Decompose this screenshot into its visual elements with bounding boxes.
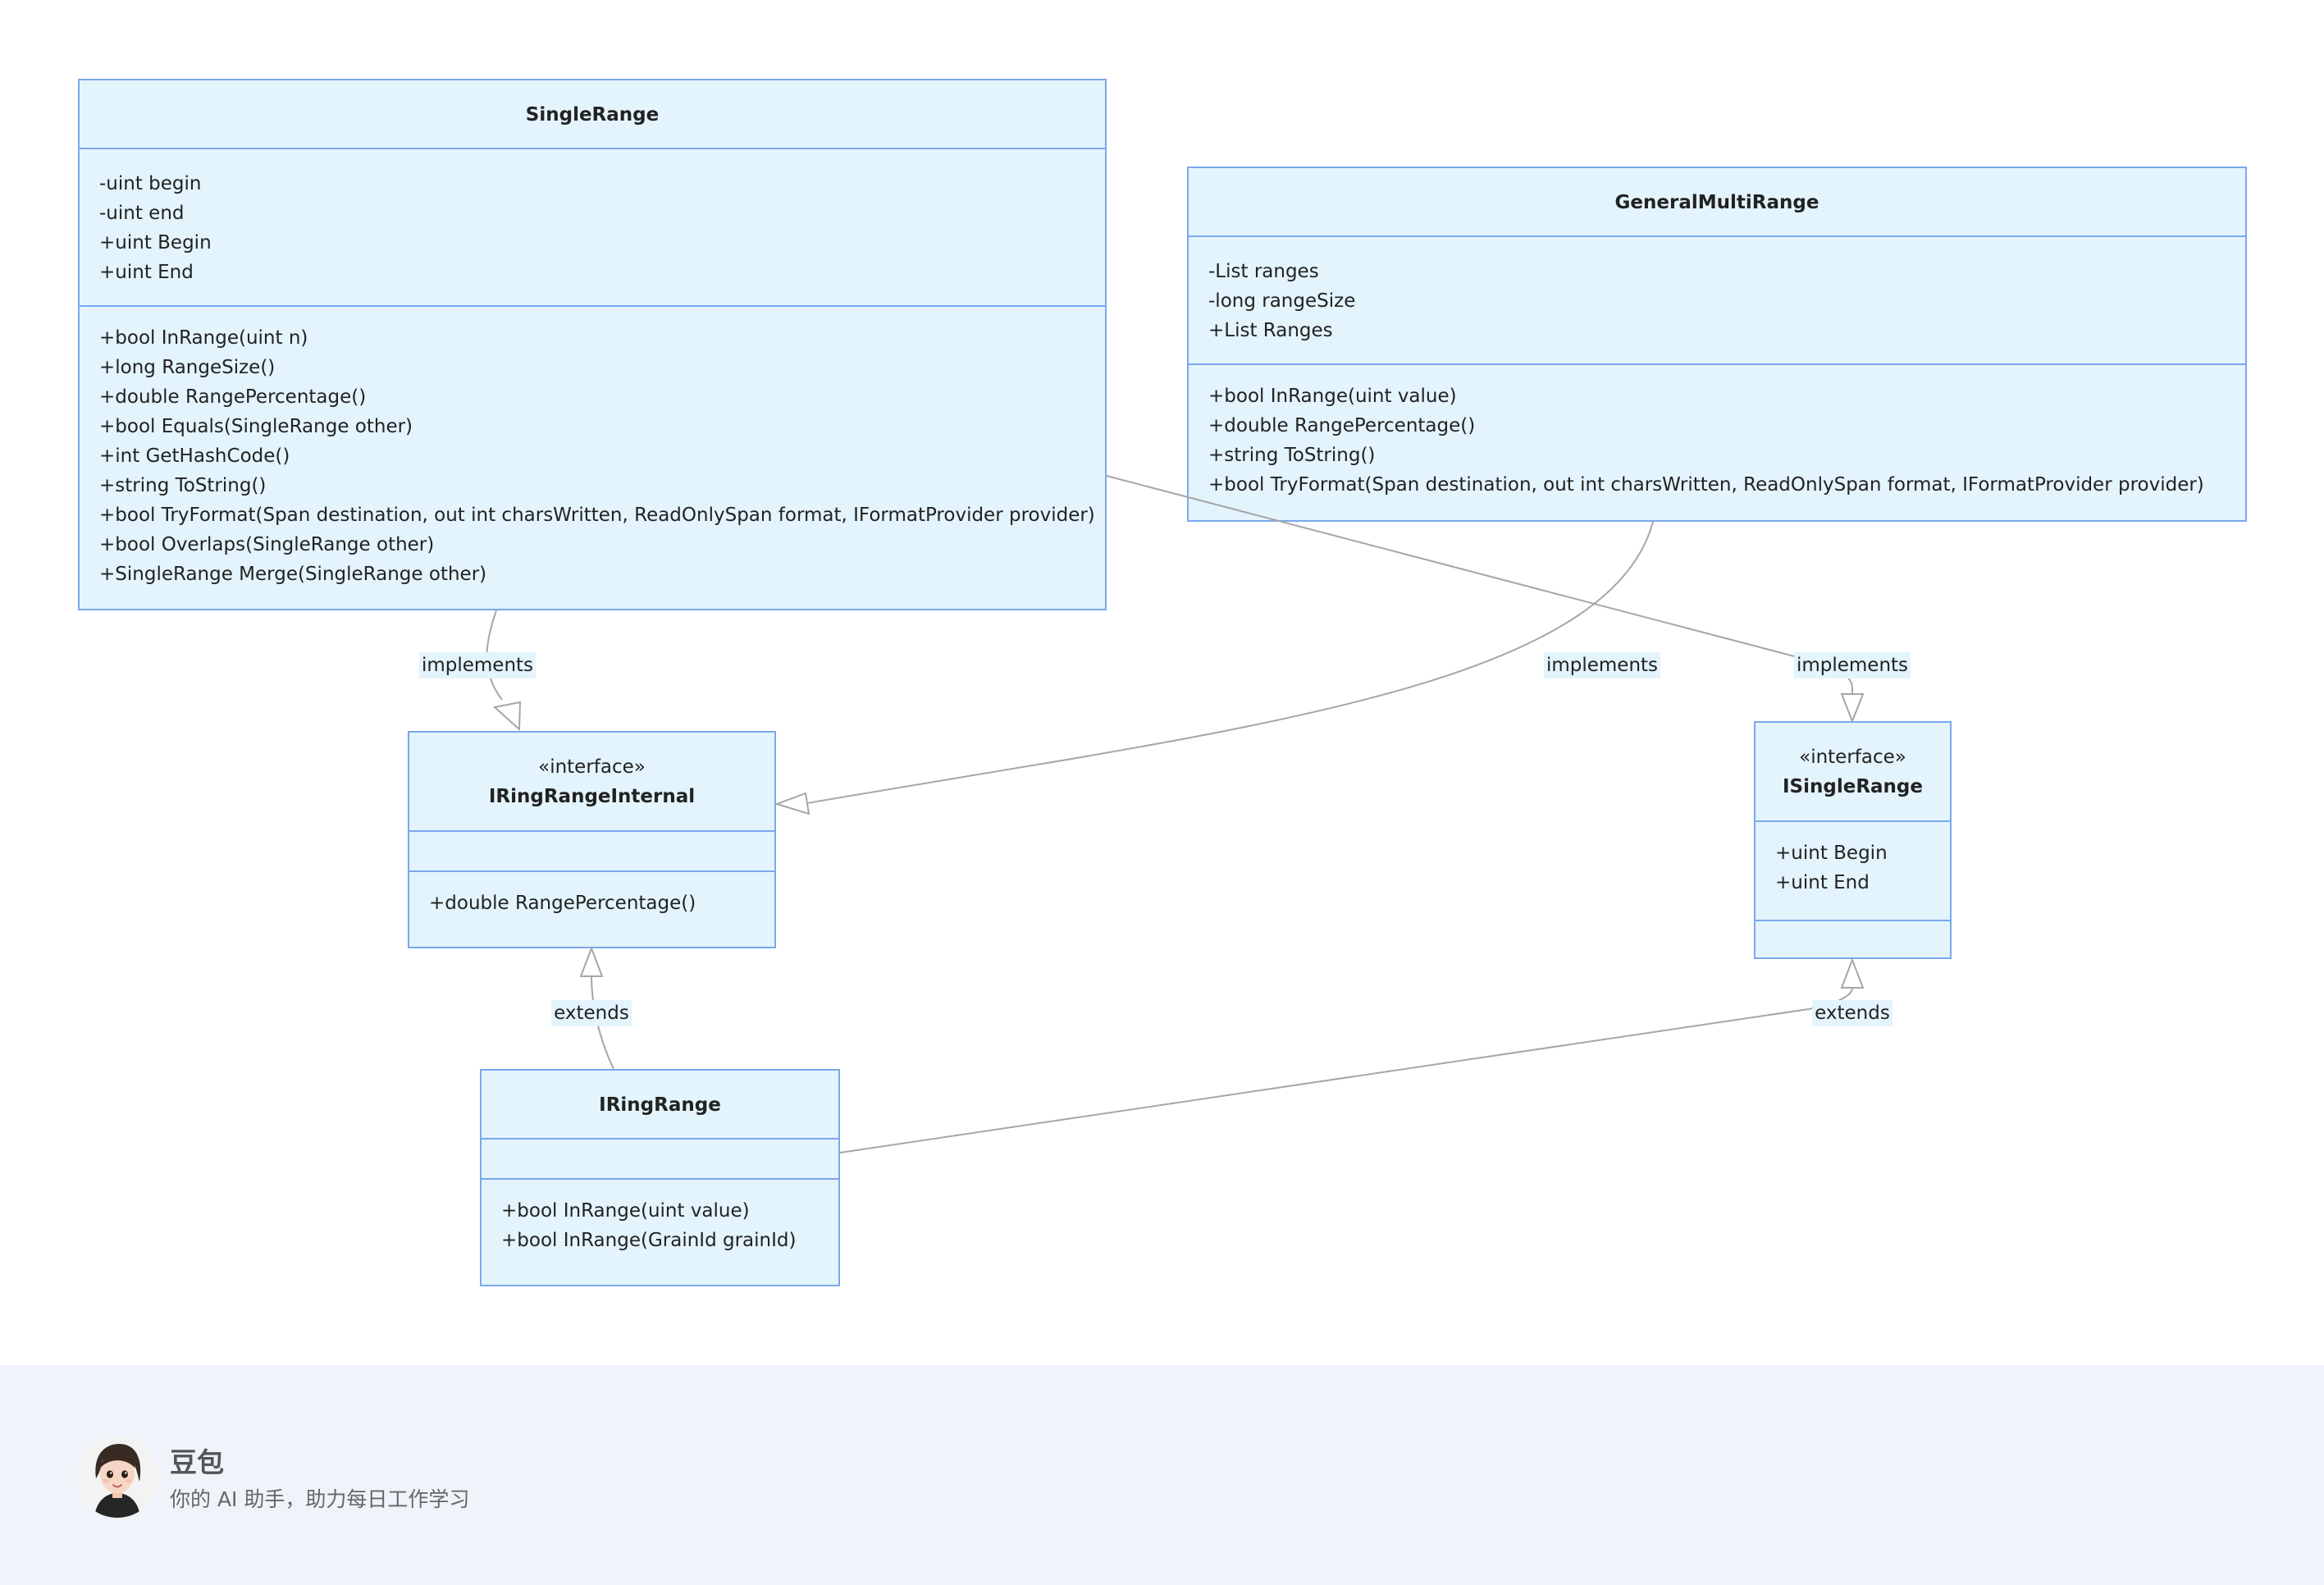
interface-iring-range-internal[interactable]: «interface» IRingRangeInternal +double R…	[408, 731, 776, 948]
method: +bool InRange(uint value)	[501, 1200, 750, 1222]
relation-label-implements: implements	[1793, 652, 1911, 678]
relation-label-implements: implements	[1543, 652, 1661, 678]
class-header: GeneralMultiRange	[1189, 168, 2245, 237]
method: +bool InRange(GrainId grainId)	[501, 1230, 797, 1251]
class-name: IRingRange	[599, 1094, 721, 1116]
class-name: SingleRange	[525, 104, 660, 126]
methods-section	[1756, 920, 1950, 921]
stereotype-label: «interface»	[1799, 747, 1906, 768]
relation-label-extends: extends	[551, 1000, 632, 1026]
interface-isingle-range[interactable]: «interface» ISingleRange +uint Begin +ui…	[1754, 721, 1952, 959]
class-diagram: SingleRange -uint begin -uint end +uint …	[78, 79, 2247, 1286]
method: +double RangePercentage()	[99, 386, 367, 408]
method: +long RangeSize()	[99, 357, 276, 378]
method: +string ToString()	[1208, 445, 1376, 466]
edge-multi-to-internal	[801, 521, 1654, 805]
method: +bool Equals(SingleRange other)	[99, 416, 413, 437]
method: +double RangePercentage()	[1208, 415, 1476, 436]
class-single-range[interactable]: SingleRange -uint begin -uint end +uint …	[78, 79, 1107, 610]
methods-section: +bool InRange(uint value) +double RangeP…	[1189, 363, 2245, 500]
class-header: SingleRange	[80, 80, 1105, 149]
attribute: -uint begin	[99, 173, 202, 194]
class-iring-range[interactable]: IRingRange +bool InRange(uint value) +bo…	[480, 1069, 840, 1286]
class-name: ISingleRange	[1783, 776, 1923, 797]
class-general-multi-range[interactable]: GeneralMultiRange -List ranges -long ran…	[1187, 167, 2247, 522]
attributes-section: +uint Begin +uint End	[1756, 838, 1950, 898]
method: +string ToString()	[99, 475, 267, 496]
attributes-section: -List ranges -long rangeSize +List Range…	[1189, 257, 2245, 345]
arrowhead-hollow-icon	[492, 701, 522, 732]
method: +bool Overlaps(SingleRange other)	[99, 534, 435, 555]
class-header: «interface» IRingRangeInternal	[409, 733, 774, 832]
attribute: -uint end	[99, 203, 185, 224]
attribute: +uint End	[1775, 872, 1870, 893]
class-name: GeneralMultiRange	[1614, 192, 1819, 213]
attribute: -List ranges	[1208, 261, 1319, 282]
method: +double RangePercentage()	[429, 893, 696, 914]
relation-edges	[486, 475, 1865, 1153]
method: +bool TryFormat(Span destination, out in…	[99, 505, 1095, 526]
class-header: IRingRange	[482, 1071, 838, 1140]
relation-label-extends: extends	[1812, 1000, 1893, 1026]
arrowhead-hollow-icon	[1840, 957, 1865, 989]
attribute: -long rangeSize	[1208, 290, 1356, 312]
attribute: +uint Begin	[99, 232, 212, 254]
assistant-avatar-icon	[76, 1436, 158, 1518]
attributes-section: -uint begin -uint end +uint Begin +uint …	[80, 169, 1105, 287]
method: +bool TryFormat(Span destination, out in…	[1208, 474, 2204, 496]
methods-section: +bool InRange(uint value) +bool InRange(…	[482, 1178, 838, 1255]
relation-label-implements: implements	[418, 652, 536, 678]
brand-tagline: 你的 AI 助手，助力每日工作学习	[170, 1487, 470, 1511]
class-header: «interface» ISingleRange	[1756, 723, 1950, 822]
methods-section: +double RangePercentage()	[409, 870, 774, 918]
method: +int GetHashCode()	[99, 445, 290, 467]
attribute: +List Ranges	[1208, 320, 1333, 341]
class-name: IRingRangeInternal	[488, 786, 696, 807]
arrowhead-hollow-icon	[579, 946, 604, 977]
edge-iring-to-isingle	[839, 987, 1853, 1153]
stereotype-label: «interface»	[538, 756, 646, 778]
method: +bool InRange(uint value)	[1208, 386, 1457, 407]
attribute: +uint Begin	[1775, 843, 1888, 864]
brand-name: 豆包	[170, 1446, 224, 1478]
method: +SingleRange Merge(SingleRange other)	[99, 564, 487, 585]
edge-single-to-isingle	[1106, 475, 1854, 695]
arrowhead-hollow-icon	[774, 792, 810, 815]
method: +bool InRange(uint n)	[99, 327, 308, 349]
arrowhead-hollow-icon	[1840, 693, 1865, 724]
brand-footer: 豆包 你的 AI 助手，助力每日工作学习	[0, 1365, 2324, 1585]
attribute: +uint End	[99, 262, 194, 283]
methods-section: +bool InRange(uint n) +long RangeSize() …	[80, 305, 1105, 589]
